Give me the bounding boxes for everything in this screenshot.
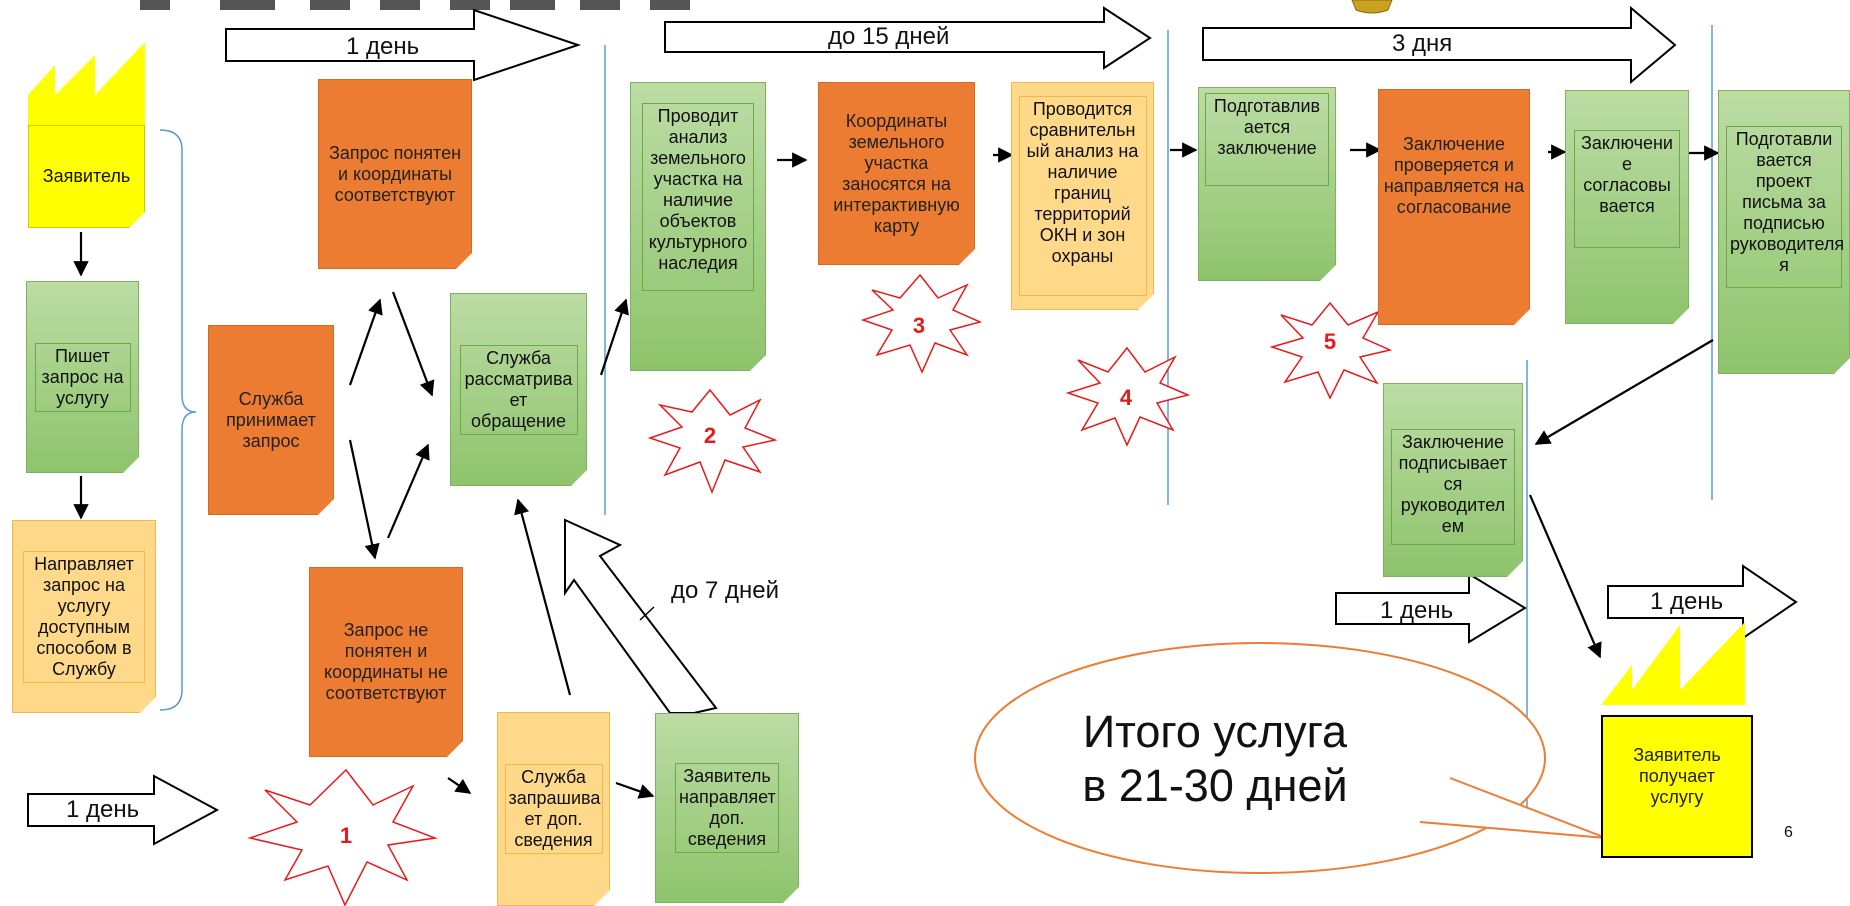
conducts-analysis-node: Проводит анализ земельного участка на на… bbox=[630, 82, 766, 371]
writes-request-label: Пишет запрос на услугу bbox=[34, 342, 131, 412]
conclusion-signed-label: Заключение подписывает ся руководител ем bbox=[1391, 429, 1515, 545]
page-number: 6 bbox=[1784, 824, 1793, 841]
page-fold bbox=[783, 887, 799, 903]
receiver-factory-icon bbox=[1601, 622, 1745, 705]
page-fold bbox=[140, 697, 156, 713]
total-callout bbox=[974, 642, 1607, 874]
service-accepts-node: Служба принимает запрос bbox=[208, 325, 334, 515]
duration-1-day-mid-right: 1 день bbox=[1380, 597, 1454, 624]
burst-number-4: 4 bbox=[1119, 385, 1133, 410]
burst-number-2: 2 bbox=[703, 423, 717, 448]
conclusion-signed-node: Заключение подписывает ся руководител ем bbox=[1383, 383, 1523, 577]
page-fold bbox=[1673, 308, 1689, 324]
burst-4 bbox=[1065, 346, 1191, 447]
page-fold bbox=[1320, 265, 1336, 281]
arrow-1-day-top bbox=[225, 8, 582, 82]
service-reviews-node: Служба рассматрива ет обращение bbox=[450, 293, 587, 486]
conducts-analysis-label: Проводит анализ земельного участка на на… bbox=[642, 102, 754, 291]
duration-1-day-bottom-left: 1 день bbox=[66, 796, 140, 823]
page-fold bbox=[594, 890, 610, 906]
conclusion-checked-node: Заключение проверяется и направляется на… bbox=[1378, 89, 1530, 325]
letter-draft-node: Подготавли вается проект письма за подпи… bbox=[1718, 90, 1850, 374]
coordinates-node: Координаты земельного участка заносятся … bbox=[818, 82, 975, 265]
page-fold bbox=[1138, 294, 1154, 310]
duration-arrows bbox=[27, 5, 1798, 846]
duration-1-day-right: 1 день bbox=[1650, 588, 1724, 615]
conclusion-prepared-label: Подготавлив ается заключение bbox=[1205, 92, 1329, 186]
page-fold bbox=[318, 499, 334, 515]
duration-7-days: до 7 дней bbox=[671, 577, 780, 604]
arrow-1-day-right bbox=[1607, 564, 1798, 640]
applicant-sends-info-node: Заявитель направляет доп. сведения bbox=[655, 713, 799, 903]
burst-1 bbox=[247, 768, 438, 906]
page-fold bbox=[571, 470, 587, 486]
conclusion-prepared-node: Подготавлив ается заключение bbox=[1198, 87, 1336, 281]
page-fold bbox=[1834, 358, 1850, 374]
burst-number-5: 5 bbox=[1323, 329, 1337, 354]
comparative-analysis-label: Проводится сравнительн ый анализ на нали… bbox=[1018, 96, 1147, 296]
sends-request-label: Направляет запрос на услугу доступным сп… bbox=[23, 550, 145, 683]
page-fold bbox=[456, 253, 472, 269]
applicant-node: Заявитель bbox=[28, 125, 145, 228]
conclusion-agreed-node: Заключени е согласовы вается bbox=[1565, 90, 1689, 324]
conclusion-checked-label: Заключение проверяется и направляется на… bbox=[1383, 134, 1525, 217]
service-requests-info-label: Служба запрашива ет доп. сведения bbox=[504, 764, 603, 854]
service-accepts-label: Служба принимает запрос bbox=[226, 388, 316, 451]
duration-1-day-top: 1 день bbox=[346, 33, 420, 60]
burst-3 bbox=[860, 273, 983, 374]
arrow-1-day-bottom-left bbox=[27, 774, 220, 846]
page-fold bbox=[750, 355, 766, 371]
applicant-factory-icon bbox=[28, 42, 145, 125]
request-clear-node: Запрос понятен и координаты соответствую… bbox=[318, 79, 472, 269]
flow-arrows bbox=[73, 142, 1720, 799]
return-arrow-tick bbox=[639, 606, 655, 621]
sends-request-node: Направляет запрос на услугу доступным сп… bbox=[12, 520, 156, 713]
burst-number-3: 3 bbox=[912, 313, 926, 338]
arrow-15-days bbox=[664, 6, 1152, 70]
page-fold bbox=[129, 212, 145, 228]
service-reviews-label: Служба рассматрива ет обращение bbox=[459, 344, 578, 435]
applicant-receives-label: Заявитель получает услугу bbox=[1633, 745, 1721, 807]
return-arrow bbox=[564, 518, 718, 714]
title-fragment bbox=[140, 0, 690, 10]
comparative-analysis-node: Проводится сравнительн ый анализ на нали… bbox=[1011, 82, 1154, 310]
service-requests-info-node: Служба запрашива ет доп. сведения bbox=[497, 712, 610, 906]
arrow-1-day-mid-right bbox=[1335, 572, 1527, 644]
applicant-sends-info-label: Заявитель направляет доп. сведения bbox=[675, 763, 779, 853]
burst-2 bbox=[647, 388, 778, 495]
page-fold bbox=[959, 249, 975, 265]
page-fold bbox=[1507, 561, 1523, 577]
burst-number-1: 1 bbox=[339, 823, 353, 848]
left-bracket bbox=[159, 129, 197, 711]
applicant-receives-node: Заявитель получает услугу bbox=[1601, 715, 1753, 858]
page-fold bbox=[447, 741, 463, 757]
conclusion-agreed-label: Заключени е согласовы вается bbox=[1574, 130, 1680, 248]
burst-5 bbox=[1269, 301, 1393, 400]
page-fold bbox=[123, 457, 139, 473]
emblem-icon bbox=[1351, 0, 1393, 14]
request-unclear-node: Запрос не понятен и координаты не соотве… bbox=[309, 567, 463, 757]
request-clear-label: Запрос понятен и координаты соответствую… bbox=[328, 142, 462, 205]
duration-3-days: 3 дня bbox=[1392, 30, 1453, 57]
letter-draft-label: Подготавли вается проект письма за подпи… bbox=[1726, 126, 1844, 288]
page-fold bbox=[1514, 309, 1530, 325]
writes-request-node: Пишет запрос на услугу bbox=[26, 281, 139, 473]
coordinates-label: Координаты земельного участка заносятся … bbox=[833, 110, 960, 236]
duration-15-days: до 15 дней bbox=[828, 23, 950, 50]
arrow-3-days bbox=[1202, 5, 1677, 85]
total-callout-text: Итого услуга в 21-30 дней bbox=[1082, 706, 1348, 811]
request-unclear-label: Запрос не понятен и координаты не соотве… bbox=[324, 620, 448, 703]
